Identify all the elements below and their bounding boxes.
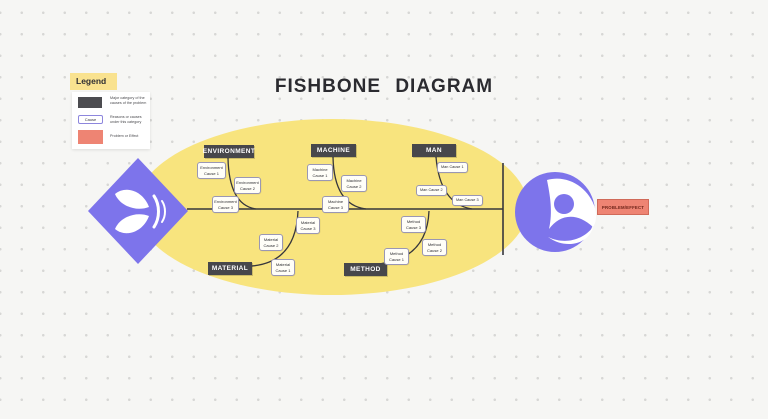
problem-effect-box[interactable]: PROBLEM/EFFECT (597, 199, 649, 215)
category-man[interactable]: MAN (412, 144, 456, 157)
cause-environment-3[interactable]: Environment Cause 3 (212, 196, 239, 214)
cause-man-2[interactable]: Man Cause 2 (416, 185, 447, 197)
legend-effect-desc: Problem or Effect (110, 134, 139, 138)
cause-machine-1[interactable]: Machine Cause 1 (307, 164, 333, 182)
cause-material-2[interactable]: Material Cause 2 (259, 234, 283, 252)
branch-machine (332, 156, 367, 210)
cause-environment-2[interactable]: Environment Cause 2 (234, 177, 261, 195)
category-machine[interactable]: MACHINE (311, 144, 356, 157)
head-logo-icon (547, 178, 597, 245)
cause-man-1[interactable]: Man Cause 1 (437, 162, 468, 174)
cause-method-1[interactable]: Method Cause 1 (384, 248, 409, 266)
legend-panel: Major category of the causes of the prob… (72, 92, 150, 149)
page-title: FISHBONE DIAGRAM (274, 76, 494, 97)
cause-man-3[interactable]: Man Cause 3 (452, 195, 483, 207)
cause-machine-3[interactable]: Machine Cause 3 (322, 196, 349, 214)
legend-title: Legend (70, 73, 117, 90)
legend-category-desc: Major category of the causes of the prob… (110, 96, 147, 105)
legend-cause-swatch: Cause (78, 115, 103, 124)
cause-environment-1[interactable]: Environment Cause 1 (197, 162, 226, 180)
cause-machine-2[interactable]: Machine Cause 2 (341, 175, 367, 193)
category-method[interactable]: METHOD (344, 263, 387, 276)
cause-method-2[interactable]: Method Cause 2 (422, 239, 447, 257)
legend-effect-swatch (78, 130, 103, 144)
cause-material-1[interactable]: Material Cause 1 (271, 259, 295, 277)
branch-environment (227, 157, 257, 210)
legend-category-swatch (78, 97, 102, 108)
cause-material-3[interactable]: Material Cause 3 (296, 217, 320, 235)
category-material[interactable]: MATERIAL (208, 262, 252, 275)
fish-tail-diamond (88, 158, 188, 264)
tail-logo-icon (115, 189, 166, 234)
category-environment[interactable]: ENVIRONMENT (203, 145, 255, 158)
cause-method-3[interactable]: Method Cause 3 (401, 216, 426, 234)
legend-cause-desc: Reasons or causes under this category (110, 115, 142, 124)
